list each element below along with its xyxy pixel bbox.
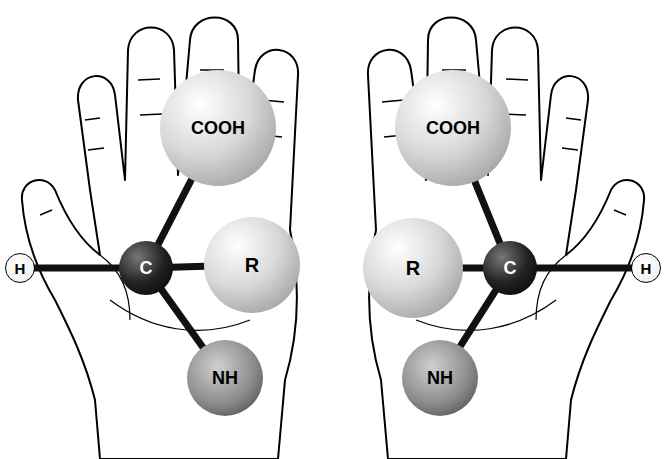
amino-ball: NH xyxy=(187,340,263,416)
chemical-bond xyxy=(161,289,203,348)
atom-label: H xyxy=(641,261,652,276)
amino-ball: NH xyxy=(402,340,478,416)
chemical-bond xyxy=(462,265,484,272)
atom-label: NH xyxy=(212,369,238,387)
atom-label: R xyxy=(245,255,259,275)
chemical-bond xyxy=(34,265,120,272)
side-chain-ball: R xyxy=(204,217,300,313)
hydrogen-ball: H xyxy=(631,253,661,283)
atom-label: NH xyxy=(427,369,453,387)
chemical-bond xyxy=(536,265,632,272)
carbon-ball: C xyxy=(483,241,537,295)
atom-label: COOH xyxy=(191,119,245,137)
atom-label: R xyxy=(406,258,420,278)
carboxyl-ball: COOH xyxy=(395,70,511,186)
chemical-bond xyxy=(474,181,500,244)
atom-label: H xyxy=(15,261,26,276)
atom-label: COOH xyxy=(426,119,480,137)
atom-label: C xyxy=(140,259,153,277)
hydrogen-ball: H xyxy=(5,253,35,283)
atom-label: C xyxy=(504,259,517,277)
chemical-bond xyxy=(158,179,192,245)
carbon-ball: C xyxy=(119,241,173,295)
carboxyl-ball: COOH xyxy=(160,70,276,186)
side-chain-ball: R xyxy=(363,218,463,318)
chemical-bond xyxy=(460,290,496,347)
chemical-bond xyxy=(172,263,205,271)
